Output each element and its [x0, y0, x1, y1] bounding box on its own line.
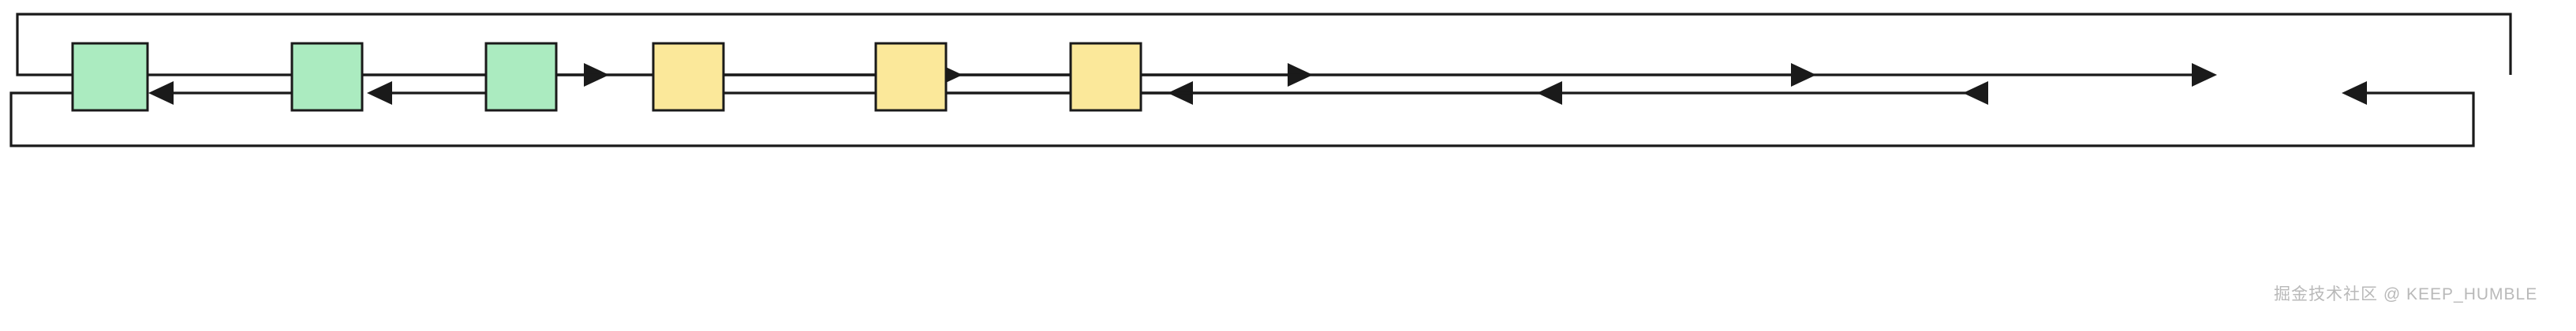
edge-2-to-1-arrowhead	[148, 81, 174, 105]
edge-3-to-2	[367, 81, 486, 105]
node-3[interactable]	[484, 42, 558, 112]
edge-6-to-5	[1071, 81, 1988, 105]
edge-5-to-6	[946, 63, 2217, 87]
edge-5-to-6-arrowhead	[2192, 63, 2217, 87]
edge-2-to-1	[148, 81, 292, 105]
node-1[interactable]	[71, 42, 149, 112]
edge-wrap-bottom-path	[9, 91, 2475, 147]
node-4[interactable]	[652, 42, 725, 112]
edge-wrap-top-path	[16, 13, 2512, 76]
node-5[interactable]	[874, 42, 948, 112]
edge-3-to-2-arrowhead	[367, 81, 392, 105]
node-2[interactable]	[290, 42, 364, 112]
watermark-label: 掘金技术社区 @ KEEP_HUMBLE	[2274, 285, 2537, 303]
edge-wrap-bottom	[9, 81, 2475, 147]
edge-6-to-5-arrowhead	[1963, 81, 1988, 105]
node-6[interactable]	[1069, 42, 1142, 112]
edge-wrap-bottom-arrowhead	[2342, 81, 2367, 105]
